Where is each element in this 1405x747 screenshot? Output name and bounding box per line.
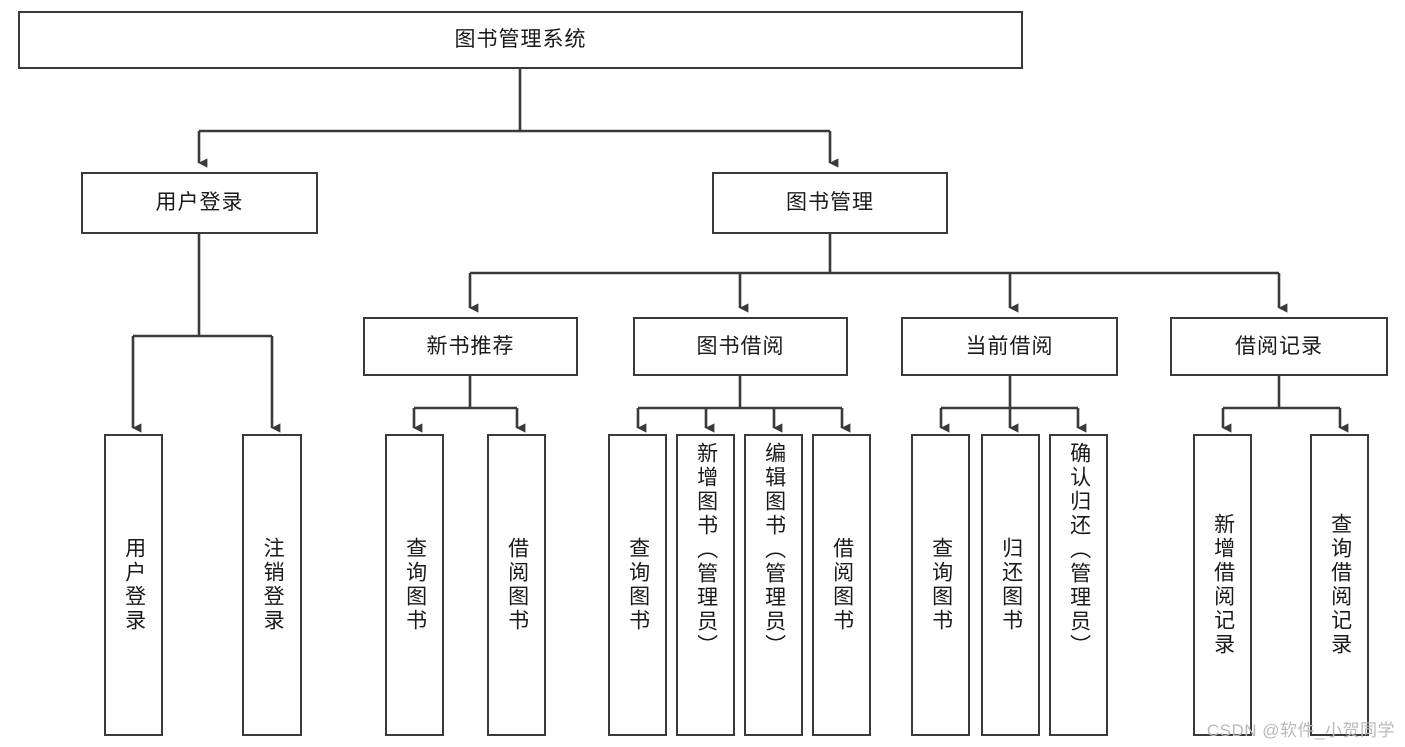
leaf-edit-book-admin[interactable]: 编辑图书（管理员） — [744, 434, 803, 736]
node-label: 注销登录 — [261, 537, 285, 633]
node-label: 新书推荐 — [426, 334, 515, 358]
node-user-login[interactable]: 用户登录 — [81, 172, 318, 234]
node-label: 归还图书 — [999, 537, 1023, 633]
node-label: 查询图书 — [403, 537, 427, 633]
leaf-borrow-book-recommend[interactable]: 借阅图书 — [487, 434, 546, 736]
node-label: 借阅图书 — [830, 537, 854, 633]
node-label: 查询图书 — [626, 537, 650, 633]
leaf-add-borrow-record[interactable]: 新增借阅记录 — [1193, 434, 1252, 736]
leaf-confirm-return-admin[interactable]: 确认归还（管理员） — [1049, 434, 1108, 736]
leaf-query-book-borrow[interactable]: 查询图书 — [608, 434, 667, 736]
node-label: 查询借阅记录 — [1328, 513, 1352, 657]
node-label: 当前借阅 — [965, 334, 1054, 358]
leaf-return-book[interactable]: 归还图书 — [981, 434, 1040, 736]
node-label: 新增图书（管理员） — [694, 442, 718, 658]
leaf-logout-login[interactable]: 注销登录 — [242, 434, 302, 736]
node-label: 查询图书 — [929, 537, 953, 633]
leaf-query-borrow-record[interactable]: 查询借阅记录 — [1310, 434, 1369, 736]
leaf-add-book-admin[interactable]: 新增图书（管理员） — [676, 434, 735, 736]
node-label: 编辑图书（管理员） — [762, 442, 786, 658]
node-label: 确认归还（管理员） — [1067, 442, 1091, 658]
node-label: 图书管理 — [786, 191, 874, 215]
node-label: 借阅图书 — [505, 537, 529, 633]
node-borrow-record[interactable]: 借阅记录 — [1170, 317, 1388, 376]
node-root-system[interactable]: 图书管理系统 — [18, 11, 1023, 69]
csdn-watermark: CSDN @软件_小贺同学 — [1206, 721, 1395, 740]
node-new-book-recommend[interactable]: 新书推荐 — [363, 317, 578, 376]
leaf-borrow-book-borrow[interactable]: 借阅图书 — [812, 434, 871, 736]
node-book-borrow[interactable]: 图书借阅 — [633, 317, 848, 376]
node-book-manage[interactable]: 图书管理 — [712, 172, 948, 234]
node-current-borrow[interactable]: 当前借阅 — [901, 317, 1118, 376]
leaf-query-book-current[interactable]: 查询图书 — [911, 434, 970, 736]
leaf-user-login[interactable]: 用户登录 — [104, 434, 163, 736]
node-label: 用户登录 — [155, 191, 244, 215]
node-label: 用户登录 — [122, 537, 146, 633]
node-label: 新增借阅记录 — [1211, 513, 1235, 657]
node-label: 图书管理系统 — [454, 28, 587, 52]
leaf-query-book-recommend[interactable]: 查询图书 — [385, 434, 444, 736]
node-label: 借阅记录 — [1235, 334, 1323, 358]
node-label: 图书借阅 — [696, 334, 785, 358]
